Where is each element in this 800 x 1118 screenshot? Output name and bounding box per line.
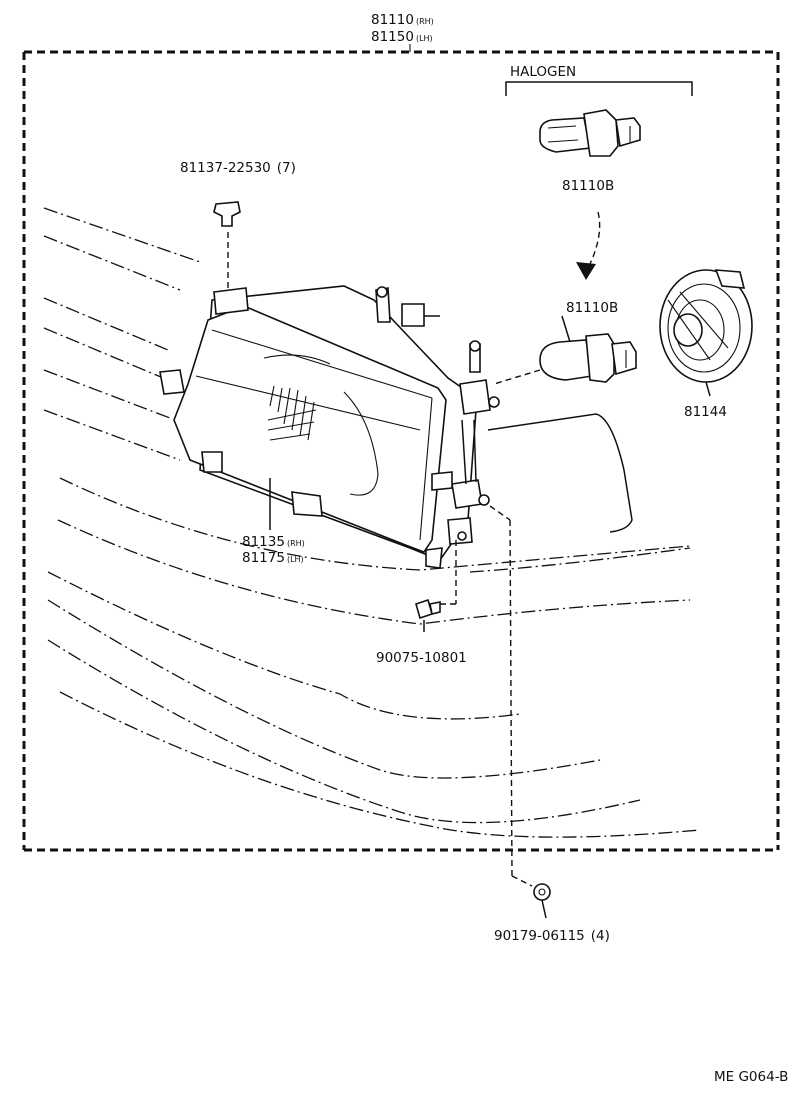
assembly-part-lh: 81150: [371, 29, 414, 45]
halogen-bulb-lower: [493, 315, 637, 385]
svg-text:81150(LH): 81150(LH): [371, 29, 433, 45]
screw-part: [415, 540, 457, 632]
halogen-label: HALOGEN: [510, 64, 576, 80]
halogen-bulb-upper: [539, 109, 641, 157]
clip-number: 81137-22530: [180, 160, 271, 176]
assembly-part-rh: 81110: [371, 12, 414, 28]
nut-label: 90179-06115 (4): [494, 928, 610, 944]
bulb-socket: [659, 269, 753, 397]
figure-code: ME G064-B: [714, 1069, 788, 1085]
lens-pattern: [267, 385, 317, 441]
clip-part: [213, 201, 241, 290]
housing-tag-lh: (LH): [287, 555, 304, 564]
assembly-tag-rh: (RH): [416, 17, 434, 26]
screw-label: 90075-10801: [376, 650, 467, 666]
nut-qty: (4): [591, 928, 610, 944]
housing-part-lh: 81175: [242, 550, 285, 566]
replacement-arrow: [576, 211, 601, 280]
housing-part-rh: 81135: [242, 534, 285, 550]
housing-label: 81135(RH) 81175(LH): [242, 534, 305, 566]
svg-text:81135(RH): 81135(RH): [242, 534, 305, 550]
vehicle-body-outline: [43, 207, 701, 838]
assembly-frame: [22, 44, 780, 852]
clip-qty: (7): [277, 160, 296, 176]
halogen-bracket: HALOGEN: [505, 64, 693, 96]
assembly-tag-lh: (LH): [416, 34, 433, 43]
nut-part: [489, 505, 551, 919]
bulb-lower-label: 81110B: [566, 300, 618, 316]
socket-label: 81144: [684, 404, 727, 420]
nut-number: 90179-06115: [494, 928, 585, 944]
housing-tag-rh: (RH): [287, 539, 305, 548]
headlamp-housing: [159, 285, 500, 569]
clip-label: 81137-22530 (7): [180, 160, 296, 176]
bulb-upper-label: 81110B: [562, 178, 614, 194]
svg-text:81110(RH): 81110(RH): [371, 12, 434, 28]
svg-text:81175(LH): 81175(LH): [242, 550, 304, 566]
assembly-part-label: 81110(RH) 81150(LH): [371, 12, 434, 45]
